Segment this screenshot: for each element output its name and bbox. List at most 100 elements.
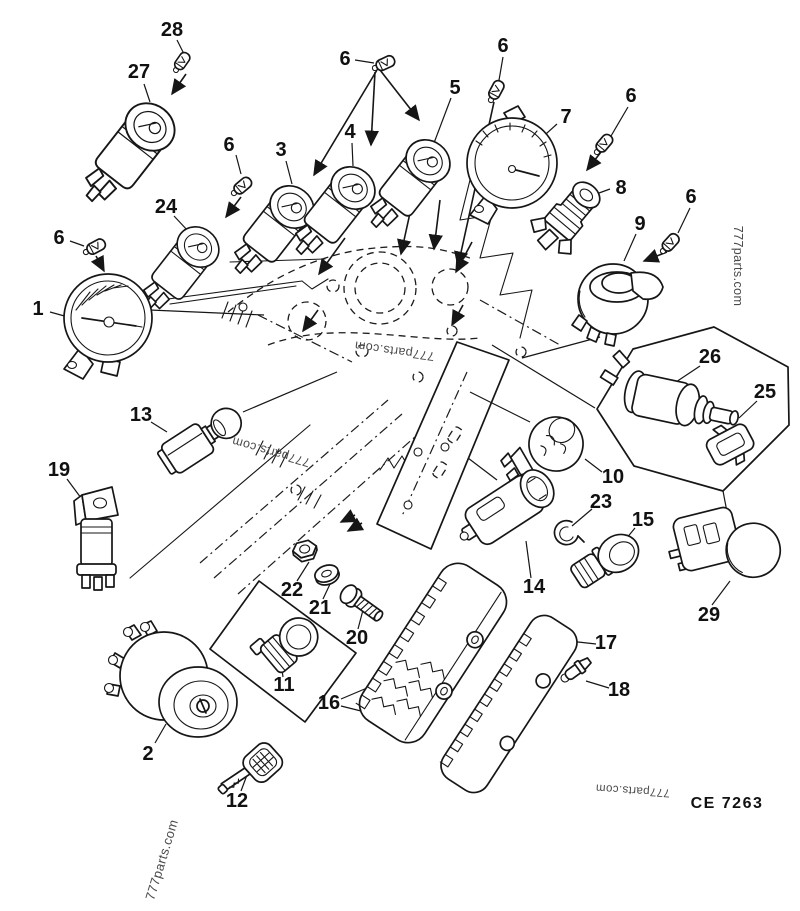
assembly-arrow [346,517,365,532]
part-21-washer [314,564,340,586]
part-12-key [217,742,284,795]
part-2-ignition-switch [103,620,238,738]
callout-6: 6 [223,134,234,156]
hex-detail-box [596,326,790,492]
leader-line [738,400,758,419]
part-7-gauge [466,105,558,225]
callout-29: 29 [698,604,720,626]
leader-line [585,680,610,689]
leader-line [677,207,691,234]
callout-13: 13 [130,404,152,426]
assembly-arrow [313,69,378,177]
part-17-cover-strip [439,614,578,794]
assembly-arrow [451,304,466,327]
part-15-lighter-element [570,533,640,589]
part-20-bolt [339,584,384,622]
callout-21: 21 [309,597,331,619]
leader-line [154,723,167,744]
part-25-knob [705,423,755,466]
callout-leader-lines [49,39,758,792]
leader-line [285,160,293,185]
leader-line [675,365,701,383]
leader-line [354,59,375,64]
callout-4: 4 [344,121,356,143]
callout-15: 15 [632,509,654,531]
assembly-arrow [364,71,379,147]
leader-line [433,97,452,144]
assembly-arrow [302,309,319,333]
callout-23: 23 [590,491,612,513]
watermark-text: 777parts.com [142,818,181,902]
callout-11: 11 [273,674,294,696]
part-14-lighter-body [459,469,555,546]
part-6-bulb [484,78,507,106]
part-6-bulb [656,230,682,258]
leader-line [711,580,731,606]
callout-16: 16 [318,692,340,714]
part-16-fuse-block [355,562,508,744]
part-26-solenoid-switch [599,349,740,427]
callout-1: 1 [32,298,43,320]
callout-14: 14 [523,576,546,598]
part-6-bulb [590,131,616,159]
leader-line [69,240,85,247]
watermark-text: 777parts.com [230,434,311,470]
leader-line [623,233,637,262]
part-13-bulb-holder [156,407,243,475]
callout-6: 6 [497,35,508,57]
callout-20: 20 [346,627,368,649]
callout-12: 12 [226,790,248,812]
callout-9: 9 [634,213,645,235]
callout-6: 6 [685,186,696,208]
leader-line [351,142,354,167]
callout-24: 24 [155,196,178,218]
callout-26: 26 [699,346,721,368]
leader-line [571,508,593,527]
callout-22: 22 [281,579,303,601]
callout-5: 5 [449,77,460,99]
leader-line [150,421,168,433]
leader-line [296,561,310,582]
leader-line [357,609,364,630]
callout-3: 3 [275,139,286,161]
parts-layer [63,49,782,795]
part-28-bulb [169,49,193,76]
callout-2: 2 [142,743,153,765]
callout-28: 28 [161,19,183,41]
leader-line [584,458,603,473]
part-23-retainer-clip [553,519,585,546]
callout-6: 6 [53,227,64,249]
assembly-arrow [90,254,105,273]
part-18-fuse [560,657,592,683]
assembly-arrow [225,196,242,219]
leader-line [235,154,242,175]
construction-lines [149,309,728,513]
leader-line [340,687,368,700]
watermark-text: 777parts.com [731,226,745,307]
part-8-bulb-socket [530,181,601,255]
part-11-push-button [249,617,319,674]
assembly-arrow [379,69,420,122]
assembly-arrow [586,151,602,172]
callout-17: 17 [595,632,617,654]
instrument-panel-outline [129,179,561,595]
leader-line [143,83,151,103]
diamond-detail-box [209,580,357,723]
callout-19: 19 [48,459,70,481]
assembly-arrow [428,199,443,251]
callout-7: 7 [560,106,571,128]
part-22-nut [291,539,318,563]
assembly-arrow [397,212,412,256]
callout-25: 25 [754,381,776,403]
callout-18: 18 [608,679,630,701]
part-19-flasher-relay [73,486,119,591]
part-9-rotary-switch [571,263,664,347]
assembly-arrow [171,73,187,96]
watermark-text: 777parts.com [595,781,670,798]
part-1-gauge [63,273,153,380]
callout-10: 10 [602,466,624,488]
part-6-bulb [227,174,255,200]
